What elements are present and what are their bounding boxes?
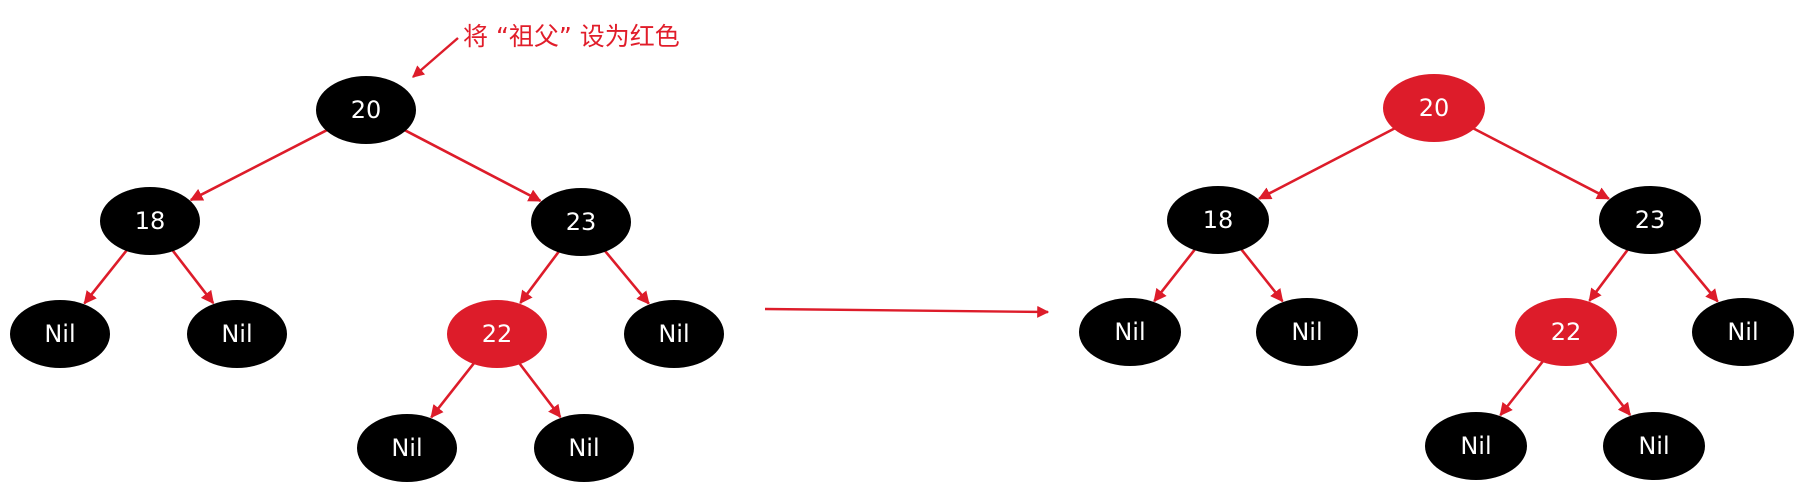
before-edge-n20-n18 (189, 127, 331, 202)
before-node-n20-shape (316, 76, 416, 144)
after-node-n20-shape (1383, 74, 1485, 142)
before-node-nil18b: Nil (187, 300, 287, 368)
after-edge-n23-n22 (1588, 246, 1631, 302)
before-edge-n23-nil23 (602, 247, 650, 305)
before-node-nil22a-label: Nil (391, 434, 422, 462)
after-edge-n23-nil23 (1671, 245, 1719, 303)
annotation-pointer (412, 37, 459, 78)
before-node-n18-shape (100, 187, 200, 255)
after-node-nil18a: Nil (1079, 298, 1181, 366)
after-node-nil23-label: Nil (1727, 318, 1758, 346)
after-edge-n18-nil18b (1238, 246, 1284, 303)
before-node-nil18a-shape (10, 300, 110, 368)
after-node-n18-label: 18 (1203, 206, 1234, 234)
before-edge-n18-nil18a (83, 246, 130, 305)
after-node-n20: 20 (1383, 74, 1485, 142)
before-node-nil18a-label: Nil (44, 320, 75, 348)
after-node-nil22b-shape (1603, 412, 1705, 480)
before-node-nil18b-label: Nil (221, 320, 252, 348)
before-node-n23: 23 (531, 188, 631, 256)
before-node-n22-label: 22 (482, 320, 513, 348)
after-node-nil22a-shape (1425, 412, 1527, 480)
after-node-nil18a-label: Nil (1114, 318, 1145, 346)
before-node-n20: 20 (316, 76, 416, 144)
after-node-n23-shape (1599, 186, 1701, 254)
after-node-nil22b-label: Nil (1638, 432, 1669, 460)
after-edge-n18-nil18a (1153, 246, 1198, 303)
before-node-nil22b-shape (534, 414, 634, 482)
before-node-n20-label: 20 (351, 96, 382, 124)
before-node-nil23: Nil (624, 300, 724, 368)
before-edge-n23-n22 (519, 248, 562, 304)
after-node-n23: 23 (1599, 186, 1701, 254)
before-node-n22: 22 (447, 300, 547, 368)
before-node-n18: 18 (100, 187, 200, 255)
after-edge-n20-n18 (1257, 125, 1398, 200)
before-node-nil22a: Nil (357, 414, 457, 482)
after-node-nil18b-shape (1256, 298, 1358, 366)
before-node-nil22b-label: Nil (568, 434, 599, 462)
before-edge-n22-nil22a (430, 360, 477, 419)
after-node-nil22a-label: Nil (1460, 432, 1491, 460)
before-node-n18-label: 18 (135, 207, 166, 235)
transition-arrow (764, 305, 1050, 318)
after-node-n22-shape (1515, 298, 1617, 366)
after-edge-n20-n23 (1470, 125, 1611, 200)
after-node-nil23: Nil (1692, 298, 1794, 366)
before-node-nil22a-shape (357, 414, 457, 482)
before-node-nil22b: Nil (534, 414, 634, 482)
after-node-nil23-shape (1692, 298, 1794, 366)
after-node-nil18a-shape (1079, 298, 1181, 366)
after-node-n20-label: 20 (1419, 94, 1450, 122)
before-edge-n18-nil18b (169, 247, 215, 305)
after-node-n23-label: 23 (1635, 206, 1666, 234)
after-node-nil22b: Nil (1603, 412, 1705, 480)
before-node-n23-shape (531, 188, 631, 256)
after-node-nil18b: Nil (1256, 298, 1358, 366)
after-node-n18: 18 (1167, 186, 1269, 254)
before-edge-n22-nil22b (516, 360, 562, 419)
before-node-n23-label: 23 (566, 208, 597, 236)
before-node-nil18b-shape (187, 300, 287, 368)
before-node-nil23-shape (624, 300, 724, 368)
after-node-nil22a: Nil (1425, 412, 1527, 480)
annotation-text: 将 “祖父” 设为红色 (463, 22, 680, 51)
before-node-nil18a: Nil (10, 300, 110, 368)
before-node-nil23-label: Nil (658, 320, 689, 348)
after-node-n22-label: 22 (1551, 318, 1582, 346)
after-node-n22: 22 (1515, 298, 1617, 366)
after-node-n18-shape (1167, 186, 1269, 254)
before-edge-n20-n23 (401, 127, 542, 203)
after-node-nil18b-label: Nil (1291, 318, 1322, 346)
before-node-n22-shape (447, 300, 547, 368)
after-edge-n22-nil22b (1585, 358, 1632, 417)
after-edge-n22-nil22a (1499, 358, 1546, 417)
